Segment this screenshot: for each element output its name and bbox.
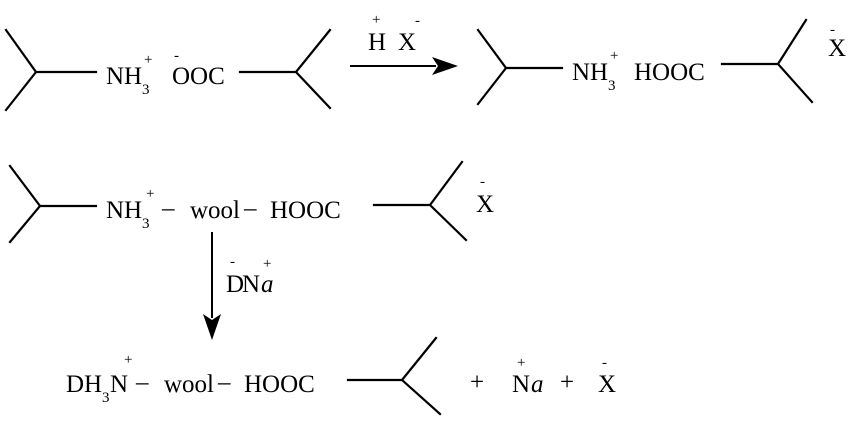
cation-italic: a <box>531 371 544 398</box>
plus-sign-1: + <box>470 369 484 396</box>
dash-left: – <box>135 369 149 396</box>
amine-charge: + <box>146 186 154 202</box>
counter-ion-charge: - <box>830 22 835 38</box>
counter-ion-charge: - <box>480 174 485 190</box>
carboxylate-group: OOC <box>172 63 225 90</box>
acid-group: HOOC <box>270 197 341 224</box>
plus-sign-2: + <box>560 369 574 396</box>
reaction-arrow-2 <box>203 232 221 340</box>
reactant-1: NH 3 + OOC - <box>4 28 332 112</box>
cation-symbol: N <box>512 371 530 398</box>
reaction-2: NH 3 + – wool – HOOC X - D - N a + DH 3 … <box>8 160 616 416</box>
isopropyl-right-bond <box>720 18 814 104</box>
isopropyl-right-bond <box>372 160 468 242</box>
isopropyl-left-bond <box>4 28 98 112</box>
counter-ion: X <box>828 35 846 62</box>
dash-right: – <box>243 195 257 222</box>
isopropyl-left-bond <box>8 164 98 244</box>
cation-charge: + <box>517 355 525 371</box>
fiber-label: wool <box>164 371 214 398</box>
amine-subscript: 3 <box>142 216 150 232</box>
amine-subscript: 3 <box>608 78 616 94</box>
acid-group: HOOC <box>634 59 705 86</box>
cation-charge: + <box>263 256 271 272</box>
isopropyl-left-bond <box>476 28 564 106</box>
carboxylate-charge: - <box>174 48 179 64</box>
dash-right: – <box>217 369 231 396</box>
acid-group: HOOC <box>244 371 315 398</box>
reagent-1: H + X - <box>368 12 420 56</box>
dyed-amine-charge: + <box>124 352 132 368</box>
counter-ion-charge: - <box>602 355 607 371</box>
reactant-2: NH 3 + – wool – HOOC X - <box>8 160 494 244</box>
dyed-amine-subscript: 3 <box>102 390 110 406</box>
amine-charge: + <box>610 48 618 64</box>
dye-label: D <box>226 271 244 298</box>
dye-charge: - <box>230 254 235 270</box>
cation-symbol: N <box>242 271 260 298</box>
counter-ion: X <box>476 191 494 218</box>
cation-italic: a <box>261 271 274 298</box>
counter-ion: X <box>598 371 616 398</box>
product-1: NH 3 + HOOC X - <box>476 18 846 106</box>
reaction-arrow-1 <box>350 57 458 75</box>
dyed-amine-prefix: DH <box>66 371 102 398</box>
anion: X <box>398 29 416 56</box>
fiber-label: wool <box>190 197 240 224</box>
reaction-1: NH 3 + OOC - H + X - NH 3 + HOOC X - <box>4 12 846 112</box>
isopropyl-right-bond <box>238 28 332 110</box>
amine-group: NH <box>106 63 142 90</box>
amine-group: NH <box>572 59 608 86</box>
isopropyl-right-bond <box>346 336 442 416</box>
proton: H <box>368 29 386 56</box>
amine-group: NH <box>106 197 142 224</box>
amine-subscript: 3 <box>142 82 150 98</box>
product-2: DH 3 N + – wool – HOOC + N a + + X - <box>66 336 616 416</box>
anion-charge: - <box>415 13 420 29</box>
proton-charge: + <box>372 12 380 28</box>
dash-left: – <box>161 195 175 222</box>
reagent-2: D - N a + <box>226 254 274 298</box>
dyed-amine-atom: N <box>110 371 128 398</box>
amine-charge: + <box>144 52 152 68</box>
